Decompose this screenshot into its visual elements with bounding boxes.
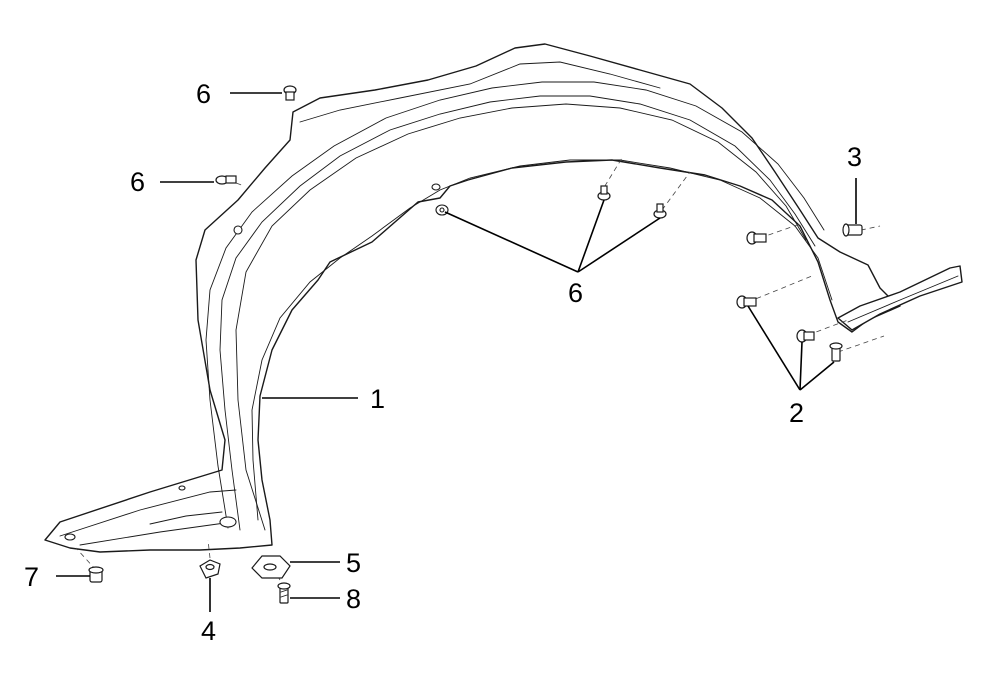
nut-clip-4 bbox=[199, 559, 221, 579]
clip-3 bbox=[842, 223, 863, 237]
clip-2c bbox=[796, 329, 815, 343]
callout-6-left: 6 bbox=[130, 167, 145, 197]
clip-2a bbox=[746, 231, 767, 245]
callout-labels: 6 6 1 6 3 2 7 4 5 8 bbox=[24, 79, 862, 646]
callout-3: 3 bbox=[847, 142, 862, 172]
callout-4: 4 bbox=[201, 616, 216, 646]
fender-liner bbox=[44, 43, 901, 553]
leader-lines bbox=[56, 92, 857, 612]
callout-5: 5 bbox=[346, 548, 361, 578]
fasteners bbox=[88, 85, 863, 604]
clip-inner-1 bbox=[597, 185, 611, 201]
bracket-clip-5 bbox=[251, 555, 291, 579]
callout-7: 7 bbox=[24, 562, 39, 592]
clip-7 bbox=[88, 566, 104, 583]
callout-8: 8 bbox=[346, 584, 361, 614]
bracket-strip bbox=[837, 265, 963, 331]
screw-8 bbox=[277, 582, 291, 604]
callout-2: 2 bbox=[789, 398, 804, 428]
clip-2d bbox=[829, 342, 843, 362]
callout-6-inner: 6 bbox=[568, 278, 583, 308]
callout-1: 1 bbox=[370, 384, 385, 414]
callout-6-top: 6 bbox=[196, 79, 211, 109]
clip-2b bbox=[736, 295, 757, 309]
clip-top bbox=[283, 85, 297, 101]
clip-left bbox=[215, 175, 237, 185]
clip-inner-2 bbox=[653, 203, 667, 219]
